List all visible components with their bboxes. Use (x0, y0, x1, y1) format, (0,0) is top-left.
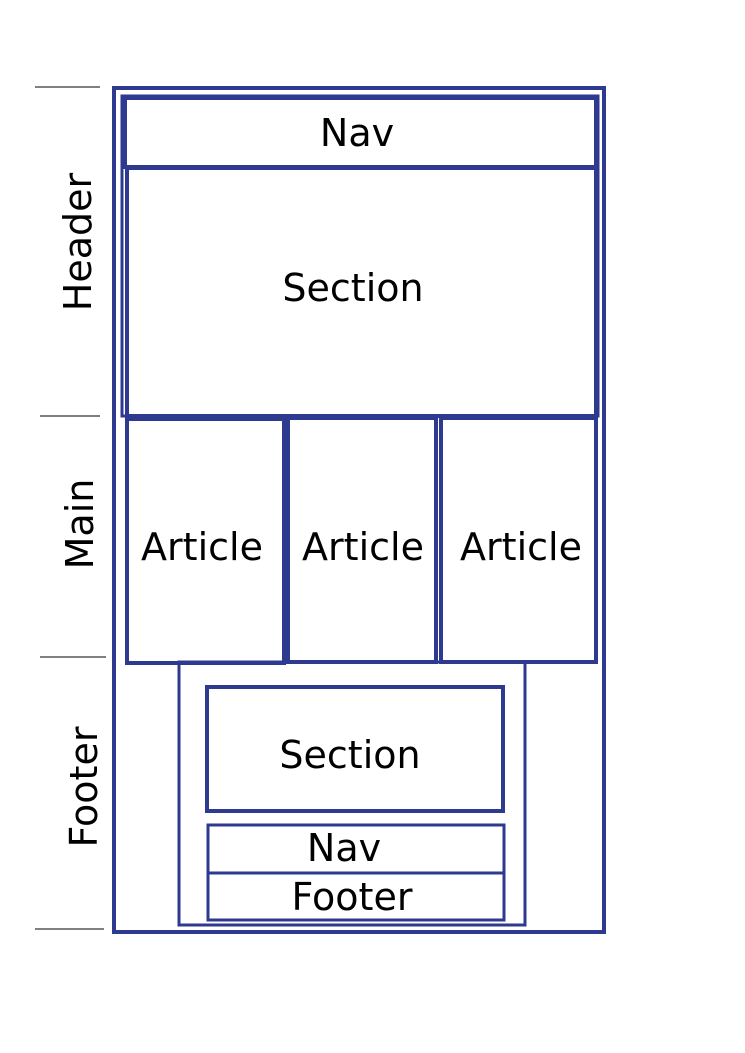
header-nav-label: Nav (320, 111, 394, 155)
article-label-3: Article (460, 525, 582, 569)
footer-section-box (205, 685, 505, 813)
side-label-main: Main (58, 479, 102, 570)
side-label-header: Header (56, 172, 100, 311)
footer-nav-label: Nav (307, 826, 381, 870)
page-box (112, 86, 606, 934)
article-label-1: Article (141, 525, 263, 569)
article-label-2: Article (302, 525, 424, 569)
header-section-label: Section (282, 266, 423, 310)
side-label-footer: Footer (62, 726, 106, 847)
footer-inner-footer-label: Footer (292, 875, 413, 919)
footer-box (177, 660, 527, 927)
footer-inner-footer-box (206, 871, 506, 922)
footer-section-label: Section (279, 733, 420, 777)
